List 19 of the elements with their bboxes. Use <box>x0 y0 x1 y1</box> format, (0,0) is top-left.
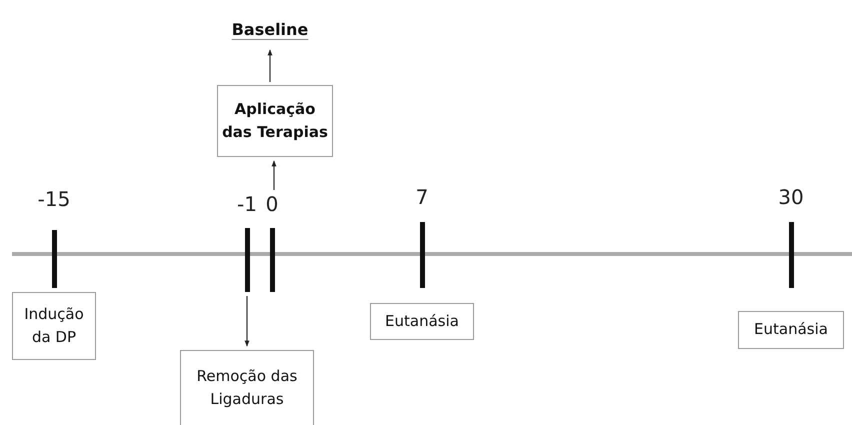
arrow <box>244 296 250 347</box>
day-label: -1 <box>237 193 257 215</box>
event-text: Eutanásia <box>754 319 828 340</box>
milestone-label: Baseline <box>232 18 308 41</box>
arrow <box>272 160 276 190</box>
day-label: -15 <box>38 188 70 210</box>
event-text: Eutanásia <box>385 310 459 332</box>
event-box <box>12 292 96 360</box>
day-label: 30 <box>778 186 804 208</box>
day-label: 7 <box>416 186 428 208</box>
arrow <box>268 49 272 82</box>
event-box <box>738 311 844 349</box>
day-label: 0 <box>266 193 278 215</box>
event-box <box>180 350 314 425</box>
event-text: Aplicação das Terapias <box>222 98 328 143</box>
event-text: Remoção das Ligaduras <box>196 366 298 410</box>
event-text: Indução da DP <box>23 304 85 348</box>
event-box <box>217 85 333 157</box>
event-box <box>370 303 474 340</box>
